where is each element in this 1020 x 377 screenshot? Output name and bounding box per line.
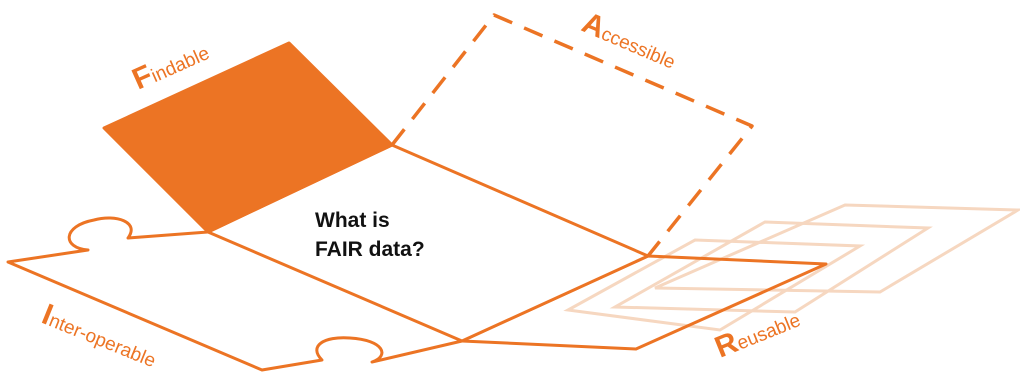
interoperable-panel	[6, 216, 463, 372]
ghost-panel-middle	[609, 220, 933, 314]
findable-text: indable	[148, 43, 213, 87]
center-title-line-1: What is	[315, 209, 390, 232]
accessible-text: ccessible	[598, 24, 678, 74]
ghost-panel-back	[654, 203, 1020, 294]
interoperable-label: Inter-operable	[37, 298, 162, 374]
accessible-panel	[390, 13, 754, 258]
center-title-line-2: FAIR data?	[315, 238, 425, 261]
center-title: What is FAIR data?	[315, 209, 425, 261]
accessible-label: Accessible	[577, 6, 682, 75]
ghost-panel-front	[563, 238, 866, 332]
